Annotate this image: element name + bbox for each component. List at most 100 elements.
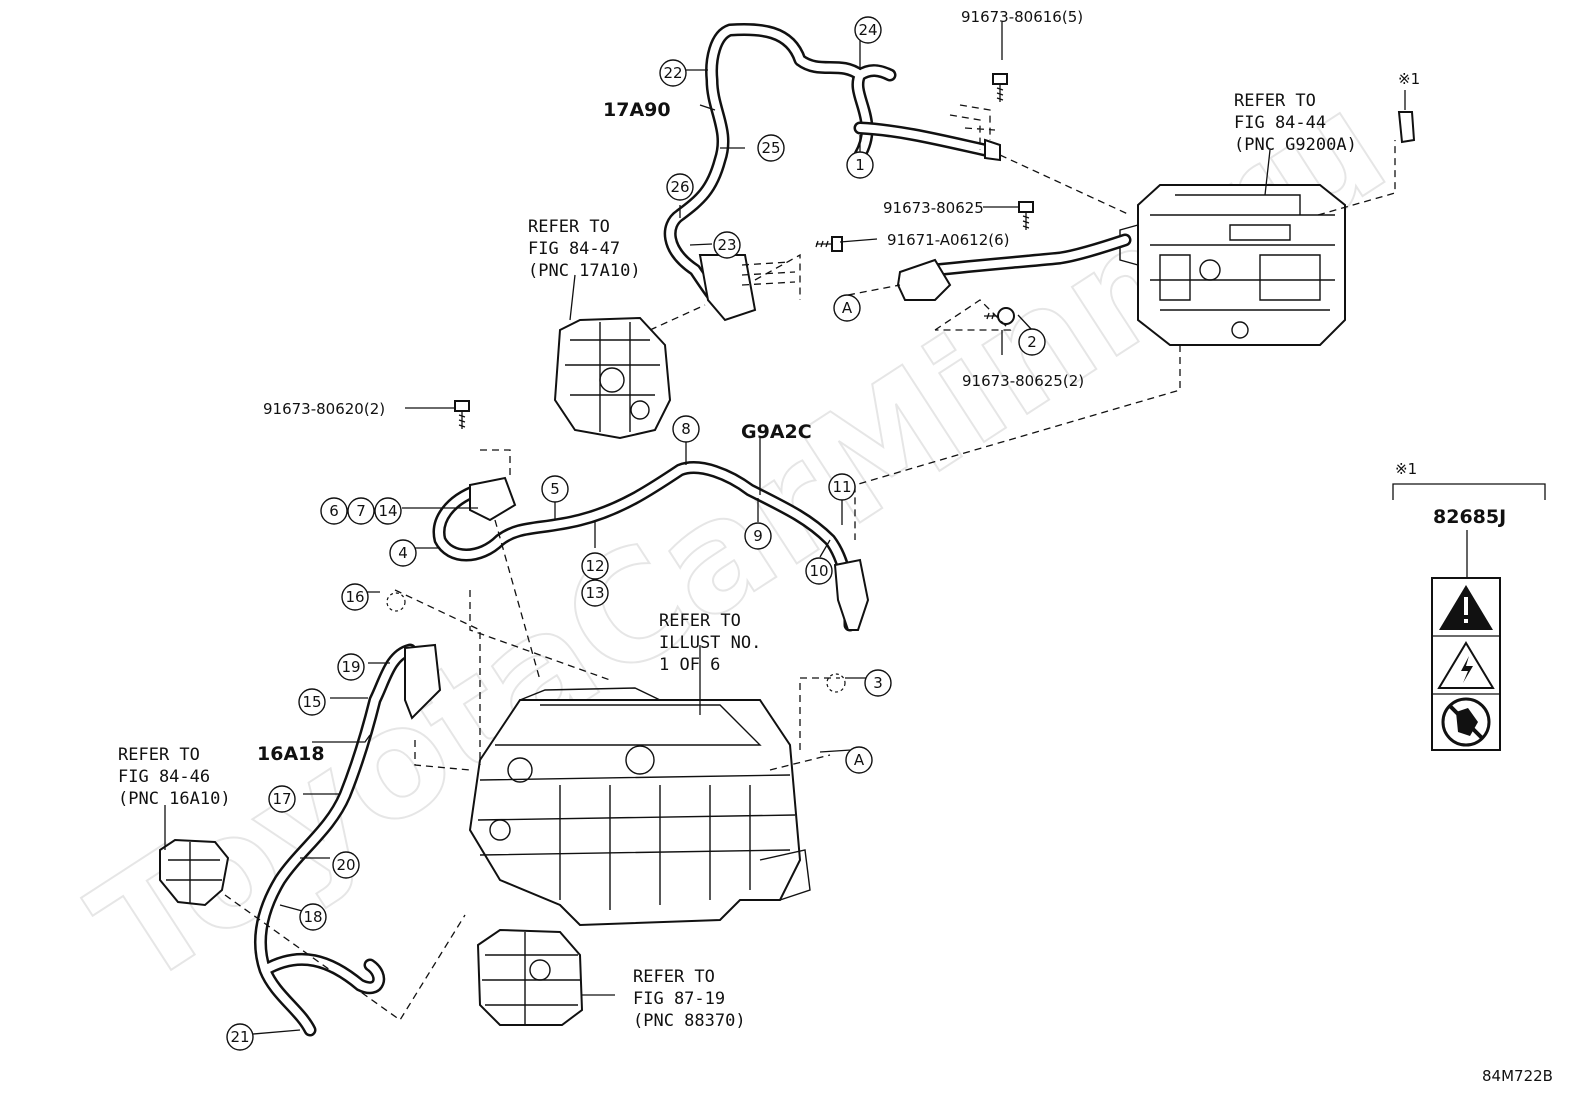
bolt-icons	[454, 73, 1034, 429]
callout-23: 23	[713, 231, 741, 259]
hose-end-17a90	[984, 138, 1001, 162]
svg-text:26: 26	[670, 178, 689, 196]
bracket-17a90	[698, 254, 757, 322]
svg-text:7: 7	[356, 502, 366, 520]
callout-17: 17	[268, 785, 296, 813]
svg-text:2: 2	[1027, 333, 1037, 351]
svg-text:1 OF 6: 1 OF 6	[659, 655, 720, 675]
note-mark-legend: ※1	[1395, 460, 1417, 478]
svg-text:(PNC 17A10): (PNC 17A10)	[528, 261, 641, 281]
svg-text:25: 25	[761, 139, 780, 157]
svg-text:11: 11	[832, 478, 851, 496]
svg-text:20: 20	[336, 856, 355, 874]
note-mark-top: ※1	[1398, 70, 1420, 88]
callout-10: 10	[805, 557, 833, 585]
hose-16a18	[253, 643, 442, 1037]
svg-text:(PNC 16A10): (PNC 16A10)	[118, 789, 231, 809]
callout-21: 21	[226, 1023, 254, 1051]
svg-text:12: 12	[585, 557, 604, 575]
svg-text:REFER TO: REFER TO	[633, 967, 715, 987]
callout-24: 24	[854, 16, 882, 44]
svg-text:1: 1	[855, 156, 865, 174]
callout-15: 15	[298, 688, 326, 716]
callout-6: 6	[320, 497, 348, 525]
callout-22: 22	[659, 59, 687, 87]
svg-text:22: 22	[663, 64, 682, 82]
inverter-assembly	[1119, 184, 1346, 346]
svg-text:(PNC 88370): (PNC 88370)	[633, 1011, 746, 1031]
clip-3-icon	[826, 673, 846, 693]
callout-5: 5	[541, 475, 569, 503]
bolt-label-91673-80625-2: 91673-80625(2)	[962, 372, 1084, 390]
callout-12: 12	[581, 552, 609, 580]
svg-text:5: 5	[550, 480, 560, 498]
svg-text:FIG 84-47: FIG 84-47	[528, 239, 620, 259]
svg-text:15: 15	[302, 693, 321, 711]
bracket-g9a2c	[469, 476, 517, 522]
callout-20: 20	[332, 851, 360, 879]
hose-end-g9a2c	[833, 558, 870, 631]
callout-1: 1	[846, 151, 874, 179]
part-code-17a90: 17A90	[603, 99, 671, 121]
svg-text:REFER TO: REFER TO	[1234, 91, 1316, 111]
svg-text:FIG 84-46: FIG 84-46	[118, 767, 210, 787]
compressor-88370	[476, 928, 584, 1026]
ref-fig-84-47: REFER TO FIG 84-47 (PNC 17A10)	[528, 217, 641, 281]
callout-25: 25	[757, 134, 785, 162]
svg-text:3: 3	[873, 674, 883, 692]
callout-13: 13	[581, 579, 609, 607]
svg-text:FIG 87-19: FIG 87-19	[633, 989, 725, 1009]
callout-a-lower: A	[845, 746, 873, 774]
bolt-label-91673-80625: 91673-80625	[883, 199, 984, 217]
svg-text:24: 24	[858, 21, 877, 39]
callout-9: 9	[744, 522, 772, 550]
main-unit	[468, 687, 811, 927]
callout-26: 26	[666, 173, 694, 201]
label-tag-icon	[1397, 111, 1416, 144]
callout-2: 2	[1018, 328, 1046, 356]
svg-text:FIG 84-44: FIG 84-44	[1234, 113, 1326, 133]
svg-text:17: 17	[272, 790, 291, 808]
pump-17a10	[553, 316, 672, 440]
svg-text:REFER TO: REFER TO	[528, 217, 610, 237]
pump-16a10	[159, 838, 230, 907]
footer-code: 84M722B	[1482, 1067, 1553, 1085]
no-touch-icon	[1441, 697, 1491, 747]
legend-part-code: 82685J	[1433, 506, 1506, 528]
high-voltage-icon	[1437, 641, 1495, 689]
svg-text:21: 21	[230, 1028, 249, 1046]
callout-16: 16	[341, 583, 369, 611]
callout-19: 19	[337, 653, 365, 681]
svg-text:13: 13	[585, 584, 604, 602]
clip-16-icon	[386, 592, 406, 612]
svg-text:6: 6	[329, 502, 339, 520]
callout-4: 4	[389, 539, 417, 567]
ref-illust-1-of-6: REFER TO ILLUST NO. 1 OF 6	[659, 611, 761, 675]
ref-fig-84-44: REFER TO FIG 84-44 (PNC G9200A)	[1234, 91, 1357, 155]
svg-text:ILLUST NO.: ILLUST NO.	[659, 633, 761, 653]
svg-text:4: 4	[398, 544, 408, 562]
hose-17a90	[663, 22, 992, 317]
svg-text:A: A	[842, 299, 853, 317]
svg-text:REFER TO: REFER TO	[659, 611, 741, 631]
svg-text:19: 19	[341, 658, 360, 676]
hose-g9a2c	[432, 461, 857, 632]
bolt-label-91671-a0612: 91671-A0612(6)	[887, 231, 1009, 249]
part-code-16a18: 16A18	[257, 743, 325, 765]
svg-text:A: A	[854, 751, 865, 769]
svg-text:(PNC G9200A): (PNC G9200A)	[1234, 135, 1357, 155]
callout-7: 7	[347, 497, 375, 525]
part-code-g9a2c: G9A2C	[741, 421, 812, 443]
svg-text:16: 16	[345, 588, 364, 606]
callout-14: 14	[374, 497, 402, 525]
ref-fig-84-46: REFER TO FIG 84-46 (PNC 16A10)	[118, 745, 231, 809]
callout-a-upper: A	[833, 294, 861, 322]
svg-text:18: 18	[303, 908, 322, 926]
warning-triangle-icon	[1439, 585, 1493, 630]
svg-text:14: 14	[378, 502, 397, 520]
legend-82685j: ※1 82685J	[1392, 460, 1546, 751]
ref-fig-87-19: REFER TO FIG 87-19 (PNC 88370)	[633, 967, 746, 1031]
bolt-label-91673-80620: 91673-80620(2)	[263, 400, 385, 418]
callout-3: 3	[864, 669, 892, 697]
